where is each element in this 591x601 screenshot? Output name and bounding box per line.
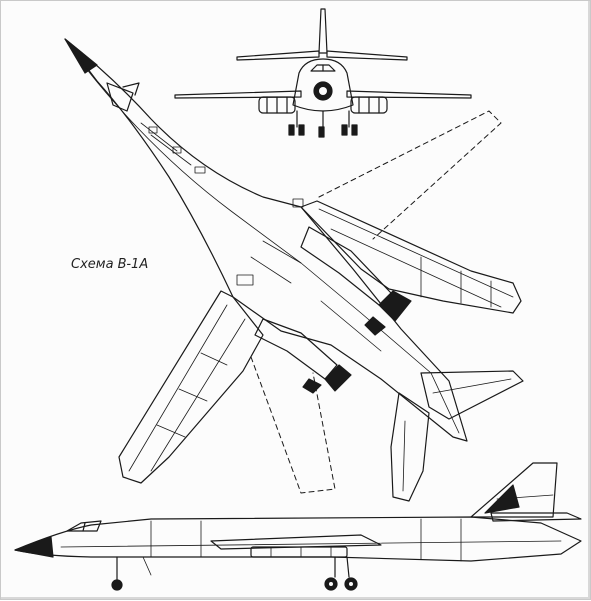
plan-view	[64, 38, 524, 502]
schematic-caption: Схема B-1A	[71, 257, 149, 272]
side-view	[14, 462, 582, 591]
front-view	[174, 8, 472, 138]
